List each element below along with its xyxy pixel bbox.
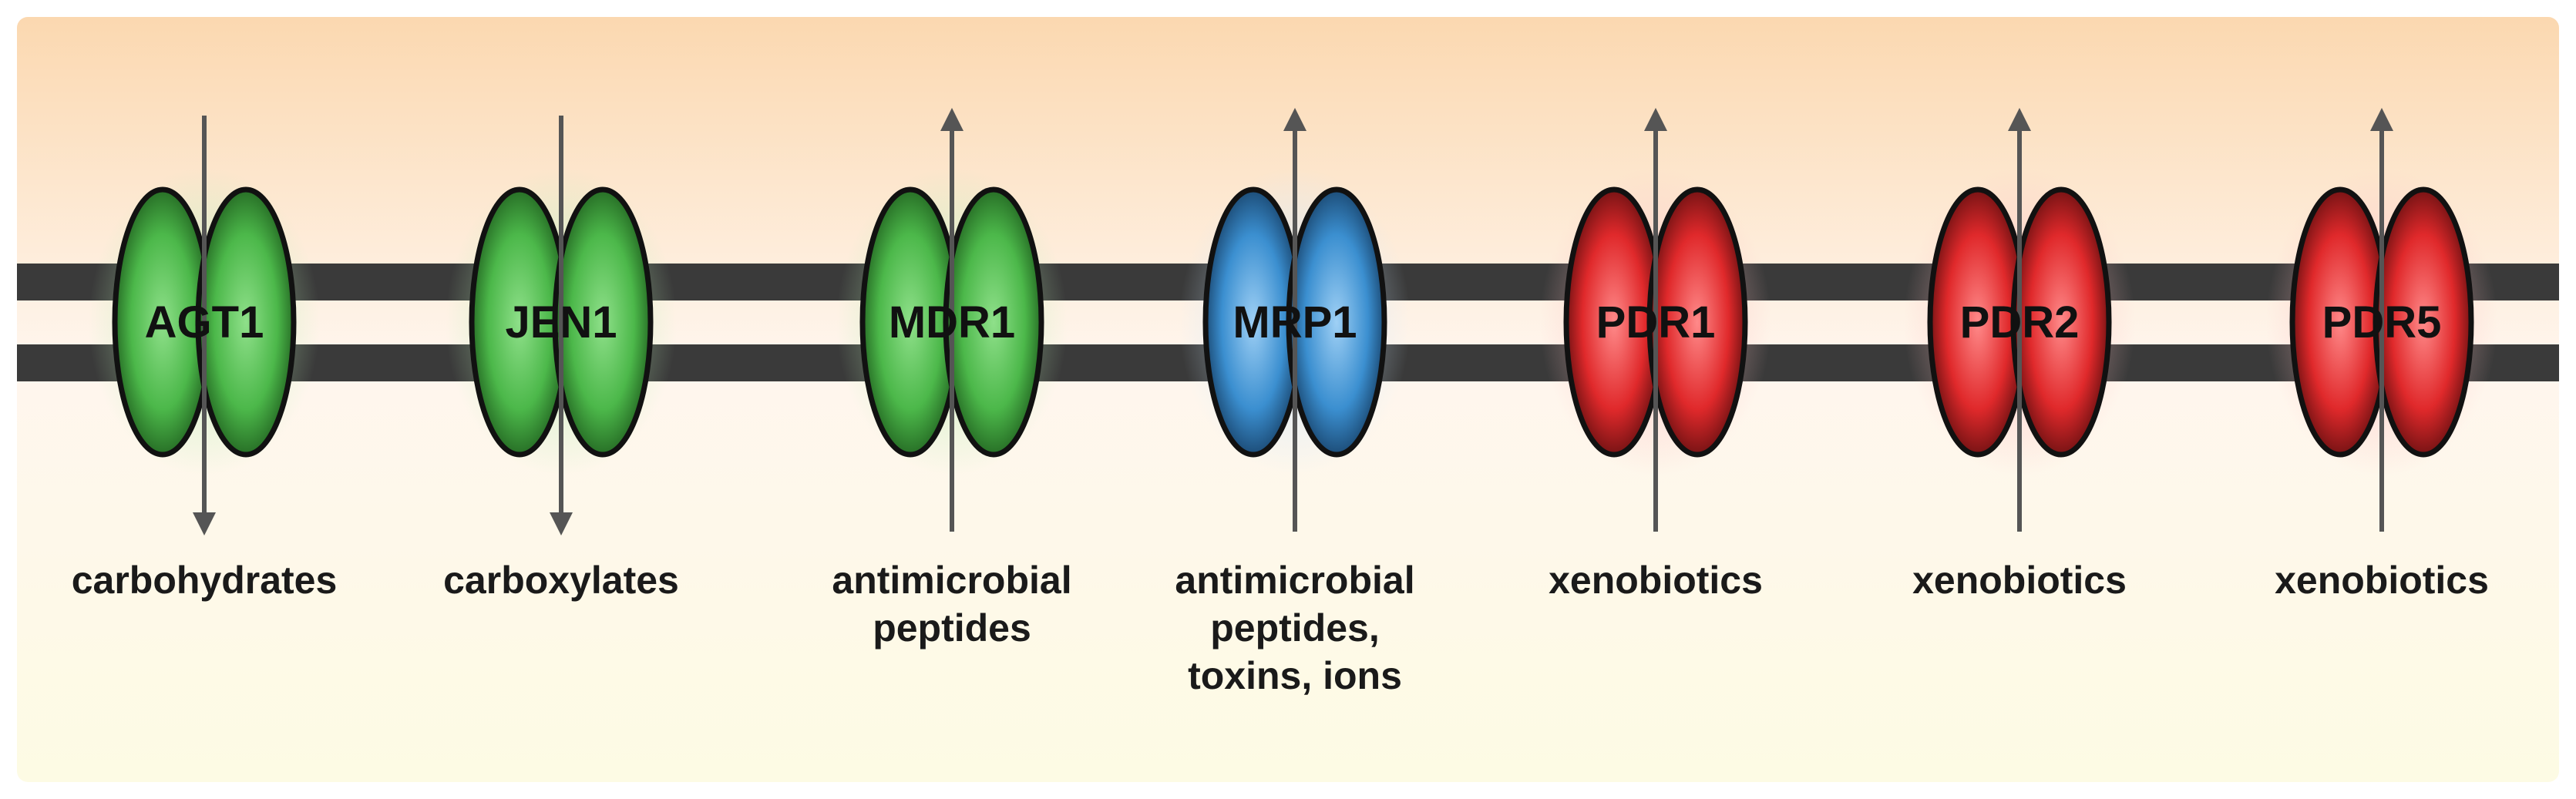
transporter-right-lobe [1646,186,1748,458]
substrate-label: xenobiotics [1912,559,2127,602]
transporter-right-lobe [2010,186,2112,458]
substrate-label: xenobiotics [1549,559,1763,602]
substrate-label: antimicrobial [832,559,1071,602]
transporter-name: JEN1 [505,297,617,347]
transporter-pdr1: PDR1 xenobiotics [1540,108,1771,602]
transporter-right-lobe [943,186,1044,458]
transporter-name: MRP1 [1233,297,1357,347]
transporter-name: PDR5 [2322,297,2442,347]
substrate-label: carbohydrates [72,559,338,602]
substrate-label: xenobiotics [2275,559,2489,602]
transporter-right-lobe [1286,186,1387,458]
transporter-name: AGT1 [145,297,264,347]
transporter-name: PDR2 [1960,297,2080,347]
substrate-label: carboxylates [443,559,679,602]
transporter-pdr2: PDR2 xenobiotics [1904,108,2135,602]
transporter-right-lobe [195,186,297,458]
substrate-label: antimicrobial [1175,559,1414,602]
transporter-group: AGT1 carbohydrates JEN1 carboxylates MDR1 ant… [72,108,2497,697]
transporter-name: PDR1 [1596,297,1716,347]
substrate-label: toxins, ions [1188,654,1402,697]
transporter-pdr5: PDR5 xenobiotics [2266,108,2497,602]
substrate-label: peptides [873,606,1031,650]
transporter-name: MDR1 [889,297,1015,347]
transporter-agt1: AGT1 carbohydrates [72,116,338,602]
transporter-right-lobe [2373,186,2474,458]
substrate-label: peptides, [1210,606,1379,650]
transporter-right-lobe [552,186,654,458]
transporter-jen1: JEN1 carboxylates [443,116,679,602]
